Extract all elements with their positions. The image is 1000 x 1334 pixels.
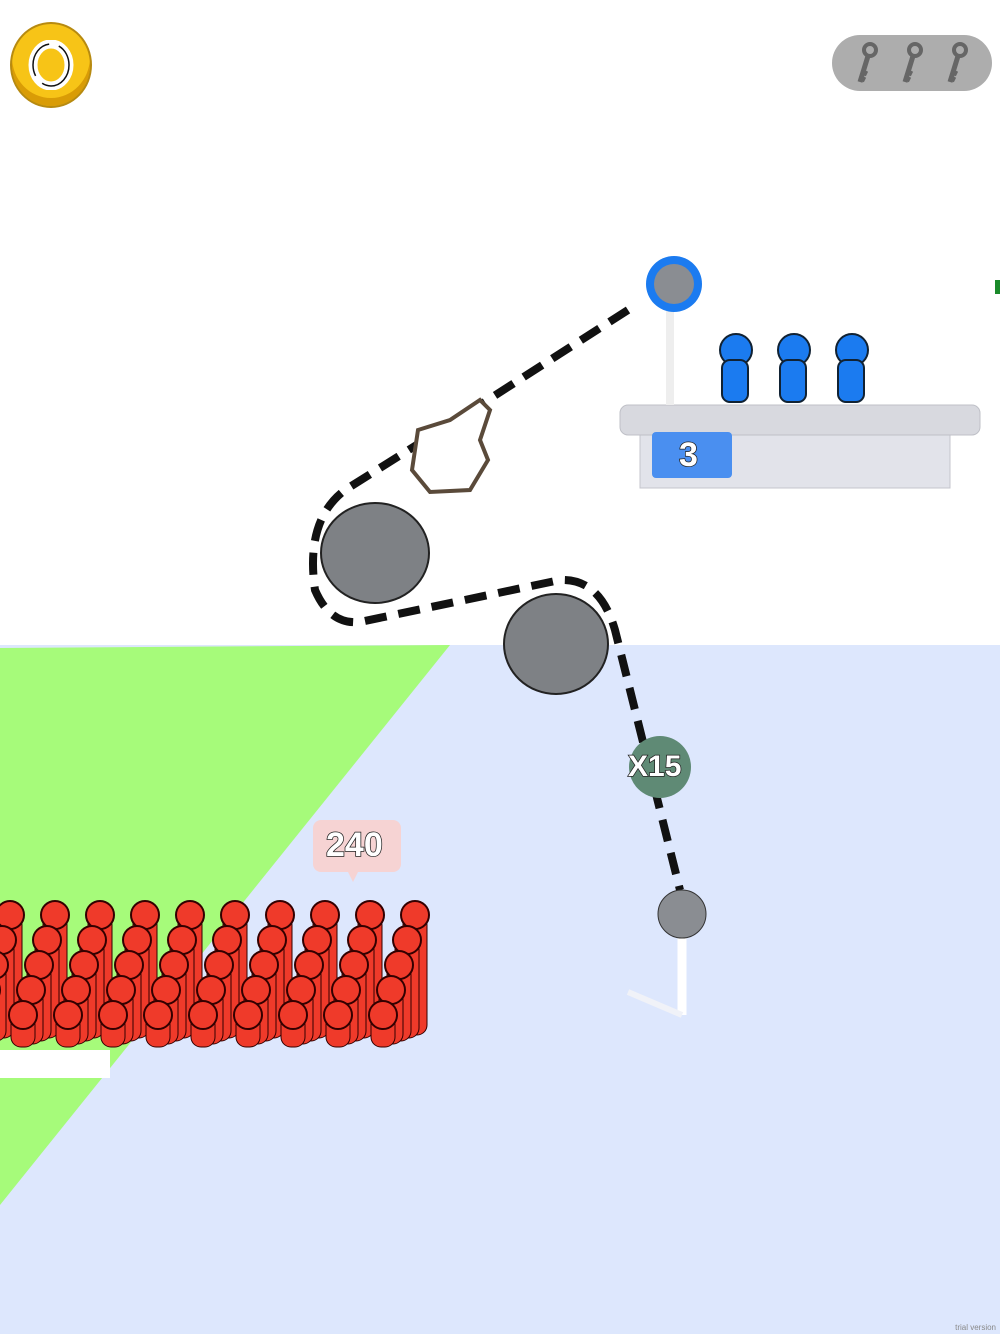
multiplier-gate xyxy=(629,736,691,798)
crowd-member-head xyxy=(278,1000,308,1030)
crowd-member xyxy=(0,965,7,1041)
crowd-member-head xyxy=(257,925,287,955)
obstacle-rock xyxy=(320,502,430,604)
crowd-member-head xyxy=(69,950,99,980)
crowd-member-head xyxy=(0,951,9,979)
crowd-member-head xyxy=(24,950,54,980)
crowd-member-head xyxy=(368,1000,398,1030)
drawn-path xyxy=(309,306,684,891)
crowd-member-head xyxy=(310,900,340,930)
refresh-icon xyxy=(28,40,74,90)
key-icon xyxy=(947,42,969,83)
crowd-count-label: 240 xyxy=(325,825,383,865)
crowd-member-head xyxy=(376,975,406,1005)
crowd-member-head xyxy=(249,950,279,980)
crowd-member-head xyxy=(40,900,70,930)
obstacle-rock xyxy=(503,593,609,695)
crowd-member-head xyxy=(339,950,369,980)
crowd-member-head xyxy=(130,900,160,930)
keys-collected xyxy=(832,35,992,91)
crowd-member-head xyxy=(212,925,242,955)
crowd-member-head xyxy=(286,975,316,1005)
crowd-member-head xyxy=(241,975,271,1005)
crowd-member-head xyxy=(265,900,295,930)
crowd-member-head xyxy=(114,950,144,980)
crowd-member-head xyxy=(347,925,377,955)
crowd-member-head xyxy=(159,950,189,980)
crowd-member-head xyxy=(400,900,430,930)
crowd-member-head xyxy=(8,1000,38,1030)
crowd-member-head xyxy=(233,1000,263,1030)
crowd-member-head xyxy=(204,950,234,980)
crowd-member-head xyxy=(302,925,332,955)
crowd-member-head xyxy=(384,950,414,980)
key-icon xyxy=(902,42,923,83)
target-count-label: 3 xyxy=(678,435,698,475)
crowd-member-head xyxy=(151,975,181,1005)
key-icon xyxy=(857,42,878,83)
crowd-member-head xyxy=(196,975,226,1005)
crowd-member-head xyxy=(355,900,385,930)
multiplier-label: X15 xyxy=(627,749,682,784)
crowd-member-head xyxy=(53,1000,83,1030)
crowd-member-head xyxy=(106,975,136,1005)
crowd-member-head xyxy=(61,975,91,1005)
blue-allies xyxy=(719,333,869,403)
trial-watermark: trial version xyxy=(955,1323,996,1332)
goal-platform xyxy=(619,256,981,489)
crowd-count-bubble xyxy=(313,820,401,872)
red-crowd xyxy=(0,900,430,1048)
crowd-member-head xyxy=(392,925,422,955)
crowd-member-head xyxy=(188,1000,218,1030)
tutorial-hand-icon xyxy=(409,397,493,495)
crowd-member-head xyxy=(0,900,25,930)
crowd-member-head xyxy=(85,900,115,930)
crowd-member-head xyxy=(323,1000,353,1030)
crowd-member-head xyxy=(16,975,46,1005)
crowd-member-head xyxy=(98,1000,128,1030)
crowd-member-head xyxy=(331,975,361,1005)
crowd-member-head xyxy=(32,925,62,955)
crowd-member-head xyxy=(294,950,324,980)
crowd-member-head xyxy=(122,925,152,955)
crowd-member-head xyxy=(175,900,205,930)
crowd-member-head xyxy=(220,900,250,930)
crowd-base xyxy=(0,1050,110,1078)
restart-button[interactable] xyxy=(10,22,92,108)
crowd-member-head xyxy=(77,925,107,955)
crowd-member-head xyxy=(143,1000,173,1030)
crowd-member-head xyxy=(167,925,197,955)
start-pin[interactable] xyxy=(657,889,707,939)
